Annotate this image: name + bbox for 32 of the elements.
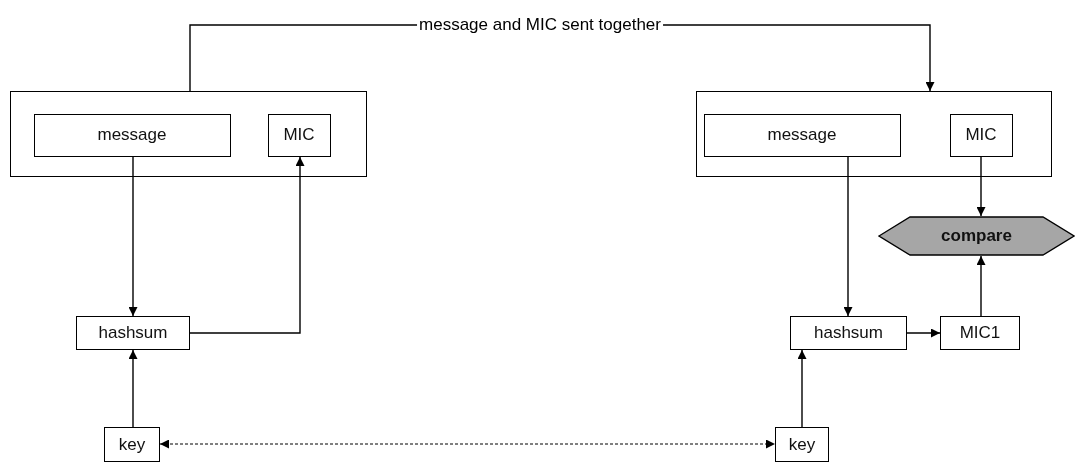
node-label: message bbox=[97, 125, 167, 145]
node-label: key bbox=[118, 434, 146, 455]
node-label: compare bbox=[941, 226, 1012, 246]
container-box bbox=[696, 91, 1052, 177]
container-box bbox=[10, 91, 367, 177]
node-label: hashsum bbox=[814, 323, 883, 343]
node-label: hashsum bbox=[98, 323, 168, 343]
process-box bbox=[33, 113, 231, 157]
arrow bbox=[128, 156, 138, 317]
node-label: key bbox=[788, 434, 816, 455]
node-label: MIC bbox=[283, 125, 315, 145]
hexagon-node bbox=[878, 216, 1075, 256]
process-box bbox=[76, 316, 190, 350]
process-box bbox=[940, 316, 1020, 350]
node-label: MIC1 bbox=[959, 323, 1001, 343]
arrow bbox=[189, 156, 305, 334]
arrow bbox=[797, 349, 807, 428]
arrow bbox=[128, 349, 138, 428]
process-box bbox=[775, 427, 829, 462]
arrow bbox=[906, 328, 941, 338]
process-box bbox=[790, 316, 907, 350]
arrow bbox=[976, 156, 986, 217]
arrow bbox=[976, 255, 986, 317]
edge-label: message and MIC sent together bbox=[417, 15, 663, 35]
process-box bbox=[949, 113, 1013, 157]
process-box bbox=[267, 113, 331, 157]
process-box bbox=[104, 427, 160, 462]
dashed-arrow bbox=[159, 439, 776, 449]
node-label: MIC bbox=[965, 125, 997, 145]
arrow bbox=[843, 156, 853, 317]
node-label: message bbox=[767, 125, 837, 145]
process-box bbox=[703, 113, 901, 157]
